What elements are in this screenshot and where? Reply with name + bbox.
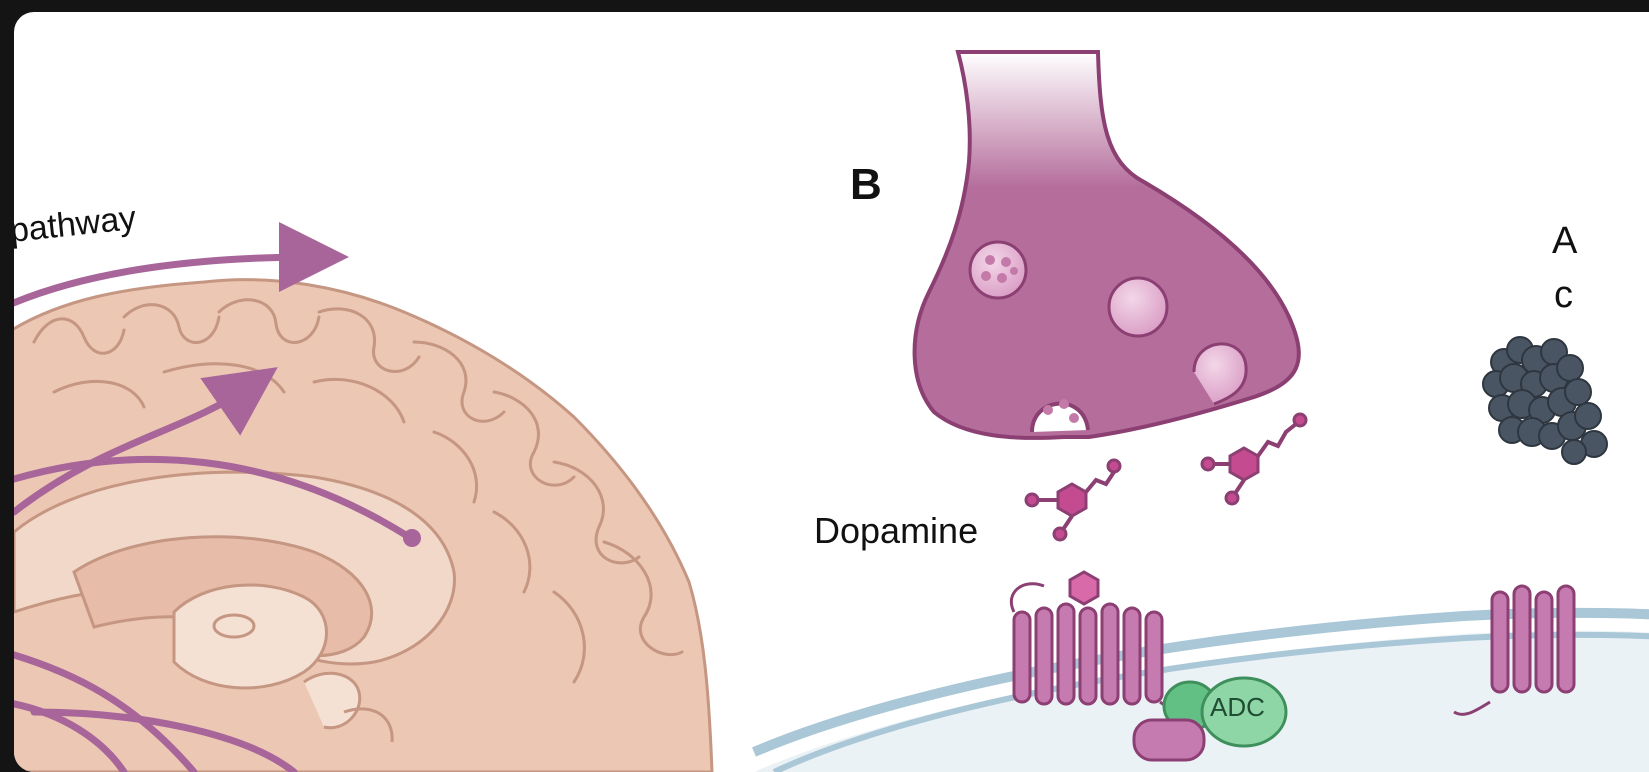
brain-illustration — [14, 257, 712, 772]
cut-label-a: A — [1552, 220, 1577, 263]
figure-illustration — [14, 12, 1649, 772]
protein-aggregate — [1483, 337, 1607, 464]
cut-label-c: c — [1554, 274, 1573, 317]
panel-b-label: B — [850, 160, 882, 210]
dopamine-label: Dopamine — [814, 510, 978, 552]
adc-label: ADC — [1210, 692, 1265, 723]
figure-card: pathway B Dopamine A c ADC — [14, 12, 1649, 772]
